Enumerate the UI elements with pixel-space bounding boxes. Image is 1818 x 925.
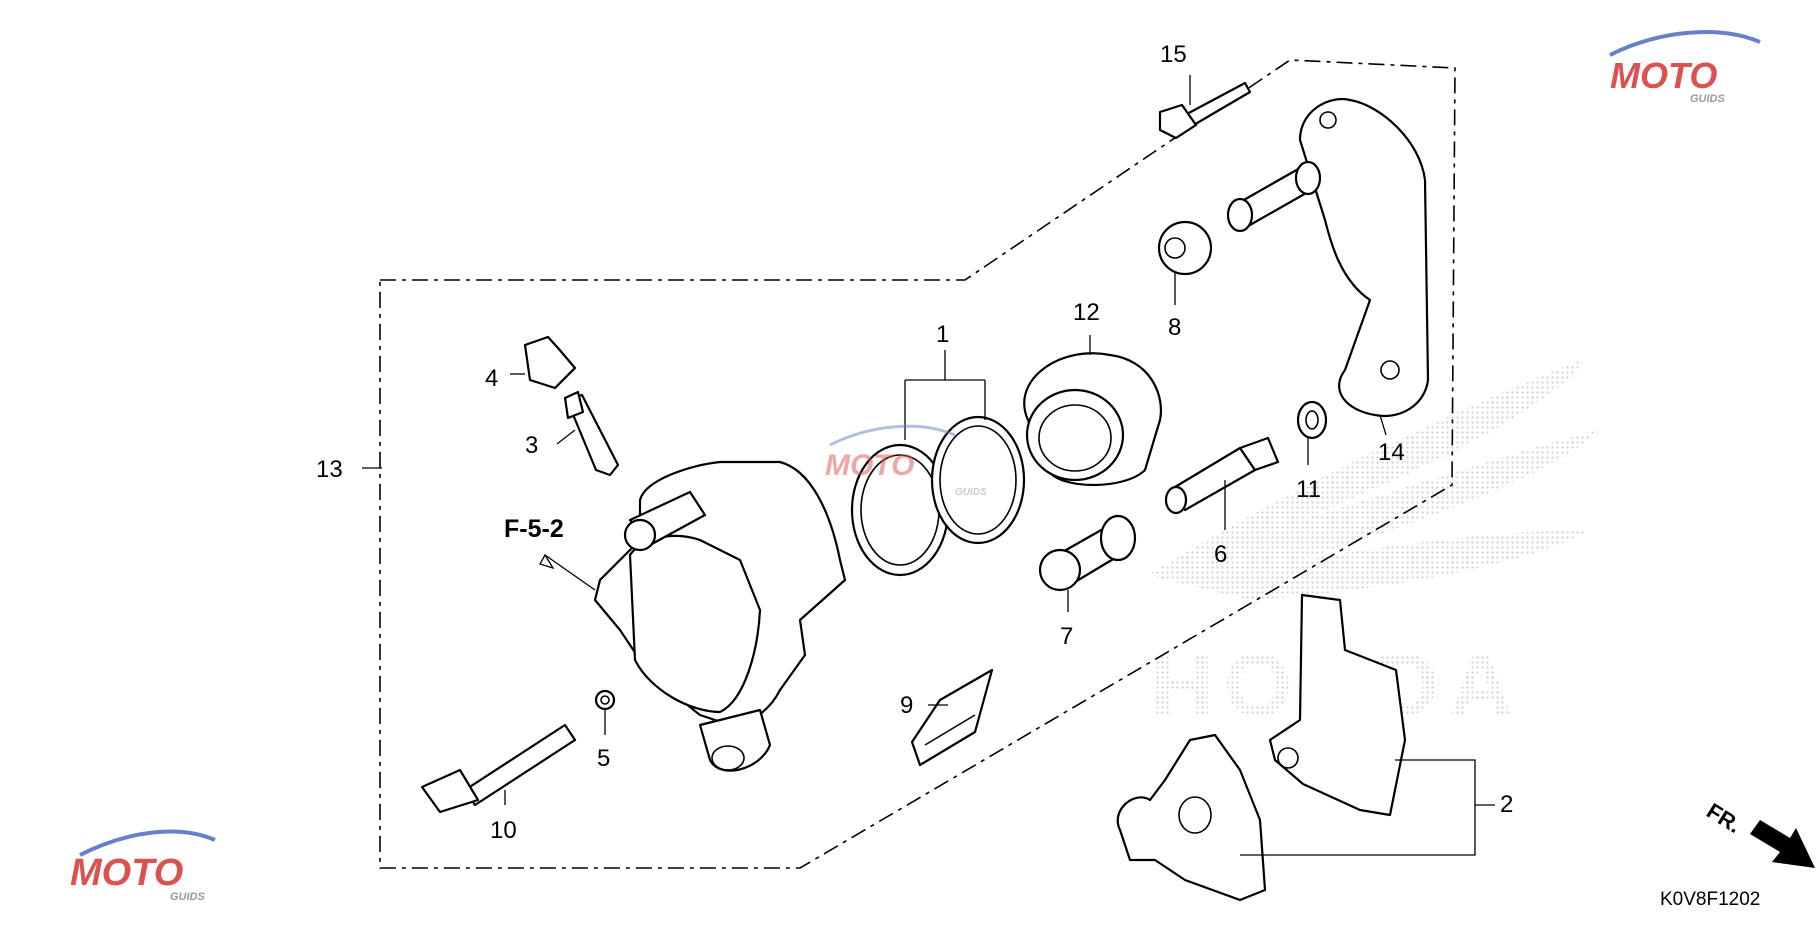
watermark-brand-text: MOTO: [1610, 55, 1717, 96]
callout-12: 12: [1073, 299, 1100, 326]
caliper-body: [593, 460, 847, 772]
callout-11: 11: [1296, 476, 1321, 503]
callout-7: 7: [1060, 623, 1073, 650]
part-15-bolt: [1158, 81, 1252, 140]
watermark-brand-text: MOTO: [70, 852, 183, 894]
watermark-center: MOTO GUIDS: [825, 424, 987, 498]
watermark-swoosh-icon: [829, 424, 956, 447]
part-6-pin-bolt: [1164, 436, 1280, 515]
callout-4: 4: [485, 365, 498, 392]
front-arrow-icon: [1750, 820, 1815, 868]
part-12-piston: [1023, 352, 1162, 486]
callout-9: 9: [900, 692, 913, 719]
callout-10: 10: [490, 817, 517, 844]
part-11-clip: [1296, 400, 1328, 440]
callout-3: 3: [525, 432, 538, 459]
part-14-caliper-bracket: [1226, 97, 1430, 418]
watermark-sub-text: GUIDS: [170, 891, 206, 903]
part-2-brake-pads: [1116, 593, 1407, 902]
part-9-pad-spring: [910, 668, 994, 767]
watermark-sub-text: GUIDS: [1690, 93, 1726, 105]
watermark-swoosh-icon: [79, 829, 216, 857]
callout-1: 1: [936, 321, 949, 348]
watermark-sub-text: GUIDS: [955, 487, 987, 498]
part-7-slide-pin: [1038, 514, 1137, 592]
leader-lines: [362, 75, 1495, 856]
part-1-piston-seals: [850, 415, 1026, 577]
drawing-code: K0V8F1202: [1660, 889, 1760, 910]
part-4-bleeder-cap: [523, 335, 577, 390]
callout-13: 13: [316, 456, 343, 483]
callout-6: 6: [1214, 541, 1227, 568]
direction-label: FR.: [1702, 798, 1745, 838]
watermark-bottom-left: MOTO GUIDS: [70, 829, 216, 903]
callout-numbers: 1 2 3 4 5 6 7 8 9 10 11 12 13 14 15: [316, 41, 1513, 844]
front-direction-indicator: FR.: [1702, 798, 1815, 868]
callout-5: 5: [597, 745, 610, 772]
part-10-pin-bolt: [420, 723, 577, 814]
watermark-swoosh-icon: [1609, 30, 1761, 57]
reference-label: F-5-2: [504, 515, 564, 543]
callout-15: 15: [1160, 41, 1187, 68]
part-5-o-ring: [594, 689, 616, 711]
callout-2: 2: [1500, 791, 1513, 818]
watermark-brand-text: MOTO: [825, 449, 914, 482]
caliper-assembly-border: [379, 59, 1456, 869]
callout-8: 8: [1168, 314, 1181, 341]
part-8-boot: [1157, 220, 1213, 276]
part-3-bleeder-screw: [563, 390, 620, 477]
watermark-top-right: MOTO GUIDS: [1609, 30, 1761, 105]
callout-14: 14: [1378, 439, 1405, 466]
